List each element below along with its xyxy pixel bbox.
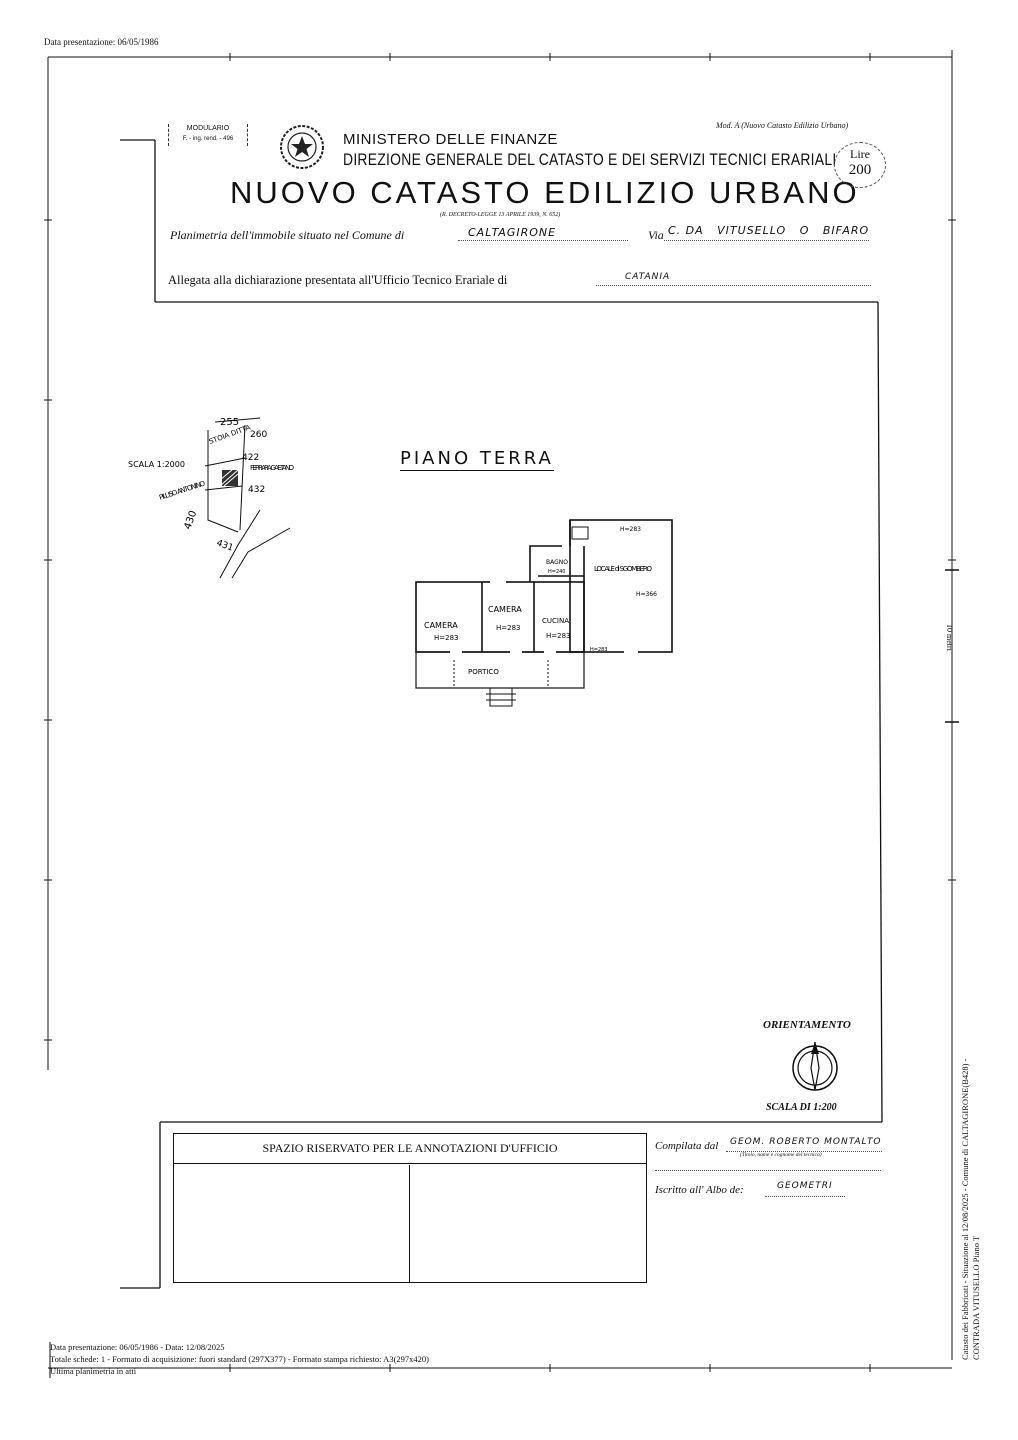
modulario-box: MODULARIO F. - ing. rend. - 496 [168, 124, 248, 146]
iscritto-value: GEOMETRI [777, 1181, 833, 1191]
ufficio-value: CATANIA [625, 272, 671, 282]
lire-stamp: Lire 200 [834, 142, 886, 188]
compilata-label: Compilata dal [655, 1140, 719, 1152]
annotation-box: SPAZIO RISERVATO PER LE ANNOTAZIONI D'UF… [173, 1133, 647, 1283]
sketch-label-260: 260 [250, 430, 267, 440]
side-status-line-2: CONTRADA VITUSELLO Piano T [971, 1235, 981, 1360]
iscritto-underline [765, 1196, 845, 1197]
north-arrow-icon [792, 1041, 838, 1091]
ufficio-underline [596, 285, 871, 286]
via-label: Via [648, 228, 664, 242]
compilata-underline [726, 1151, 882, 1152]
orientation-label: ORIENTAMENTO [763, 1019, 851, 1031]
lire-value: 200 [848, 162, 872, 178]
iscritto-label: Iscritto all' Albo de: [655, 1184, 744, 1196]
allegata-prefix: Allegata alla dichiarazione presentata a… [168, 273, 508, 287]
footer-line-1: Data presentazione: 06/05/1986 - Data: 1… [50, 1342, 225, 1352]
via-underline [664, 240, 869, 241]
direction-name: DIREZIONE GENERALE DEL CATASTO E DEI SER… [343, 150, 837, 169]
room-bagno-name: BAGNO [546, 559, 568, 566]
room-portico-name: PORTICO [468, 668, 499, 676]
titolo-hint: (Titolo, nome e cognome del tecnico) [740, 1152, 822, 1158]
sketch-label-430: 430 [182, 509, 199, 531]
room-camera-1-name: CAMERA [424, 621, 458, 630]
orientation-scale: SCALA DI 1:200 [766, 1102, 837, 1113]
planimetria-prefix: Planimetria dell'immobile situato nel Co… [170, 228, 405, 242]
comune-underline [458, 240, 628, 241]
room-sgombero-height: H=366 [636, 591, 657, 598]
room-cucina-name: CUCINA [542, 617, 569, 625]
room-camera-2-name: CAMERA [488, 605, 522, 614]
compilata-second-line [655, 1170, 881, 1171]
room-sgombero-name: LOCALE di SGOMBERO [594, 565, 652, 573]
ministry-name: MINISTERO DELLE FINANZE [343, 131, 558, 148]
side-scale-label: 10 metri [945, 624, 954, 651]
state-emblem-icon [280, 125, 324, 169]
decree-note: (R. DECRETO-LEGGE 13 APRILE 1939, N. 652… [440, 212, 561, 218]
sketch-label-ferrara: FERRARA GAETANO [250, 464, 294, 472]
modulario-sub: F. - ing. rend. - 496 [182, 136, 234, 142]
upper-height: H=283 [620, 526, 641, 533]
plan-title: PIANO TERRA [400, 448, 554, 471]
annotation-divider [409, 1165, 411, 1282]
footer-line-2: Totale schede: 1 - Formato di acquisizio… [50, 1354, 429, 1364]
sketch-label-432: 432 [248, 485, 265, 495]
presentation-date: Data presentazione: 06/05/1986 [44, 37, 159, 47]
comune-value: CALTAGIRONE [468, 226, 557, 239]
sketch-scale: SCALA 1:2000 [128, 460, 185, 469]
location-sketch: SCALA 1:2000 255 STOIA DITTA 260 422 FER… [128, 417, 294, 579]
sketch-label-piluso: PILUSO ANTONINO [158, 479, 207, 502]
sketch-label-422: 422 [242, 453, 259, 463]
via-value: C. DA VITUSELLO O BIFARO [668, 224, 870, 237]
side-status-line-1: Catasto dei Fabbricati - Situazione al 1… [960, 1058, 970, 1360]
catasto-title: NUOVO CATASTO EDILIZIO URBANO [230, 175, 860, 210]
compilata-value: GEOM. ROBERTO MONTALTO [730, 1137, 882, 1147]
floor-plan: CAMERA H=283 CAMERA H=283 CUCINA H=283 B… [415, 519, 673, 707]
sketch-label-255: 255 [220, 417, 239, 428]
room-bagno-height: H=240 [548, 569, 566, 575]
modulario-label: MODULARIO [186, 125, 230, 132]
lower-height: H=283 [590, 647, 608, 653]
room-camera-1-height: H=283 [434, 634, 459, 642]
room-cucina-height: H=283 [546, 632, 571, 640]
lire-label: Lire [850, 147, 870, 161]
room-camera-2-height: H=283 [496, 624, 521, 632]
model-label: Mod. A (Nuovo Catasto Edilizio Urbano) [716, 121, 849, 130]
annotation-title: SPAZIO RISERVATO PER LE ANNOTAZIONI D'UF… [174, 1134, 646, 1164]
sketch-label-431: 431 [215, 538, 235, 553]
footer-line-3: Ultima planimetria in atti [50, 1366, 137, 1376]
